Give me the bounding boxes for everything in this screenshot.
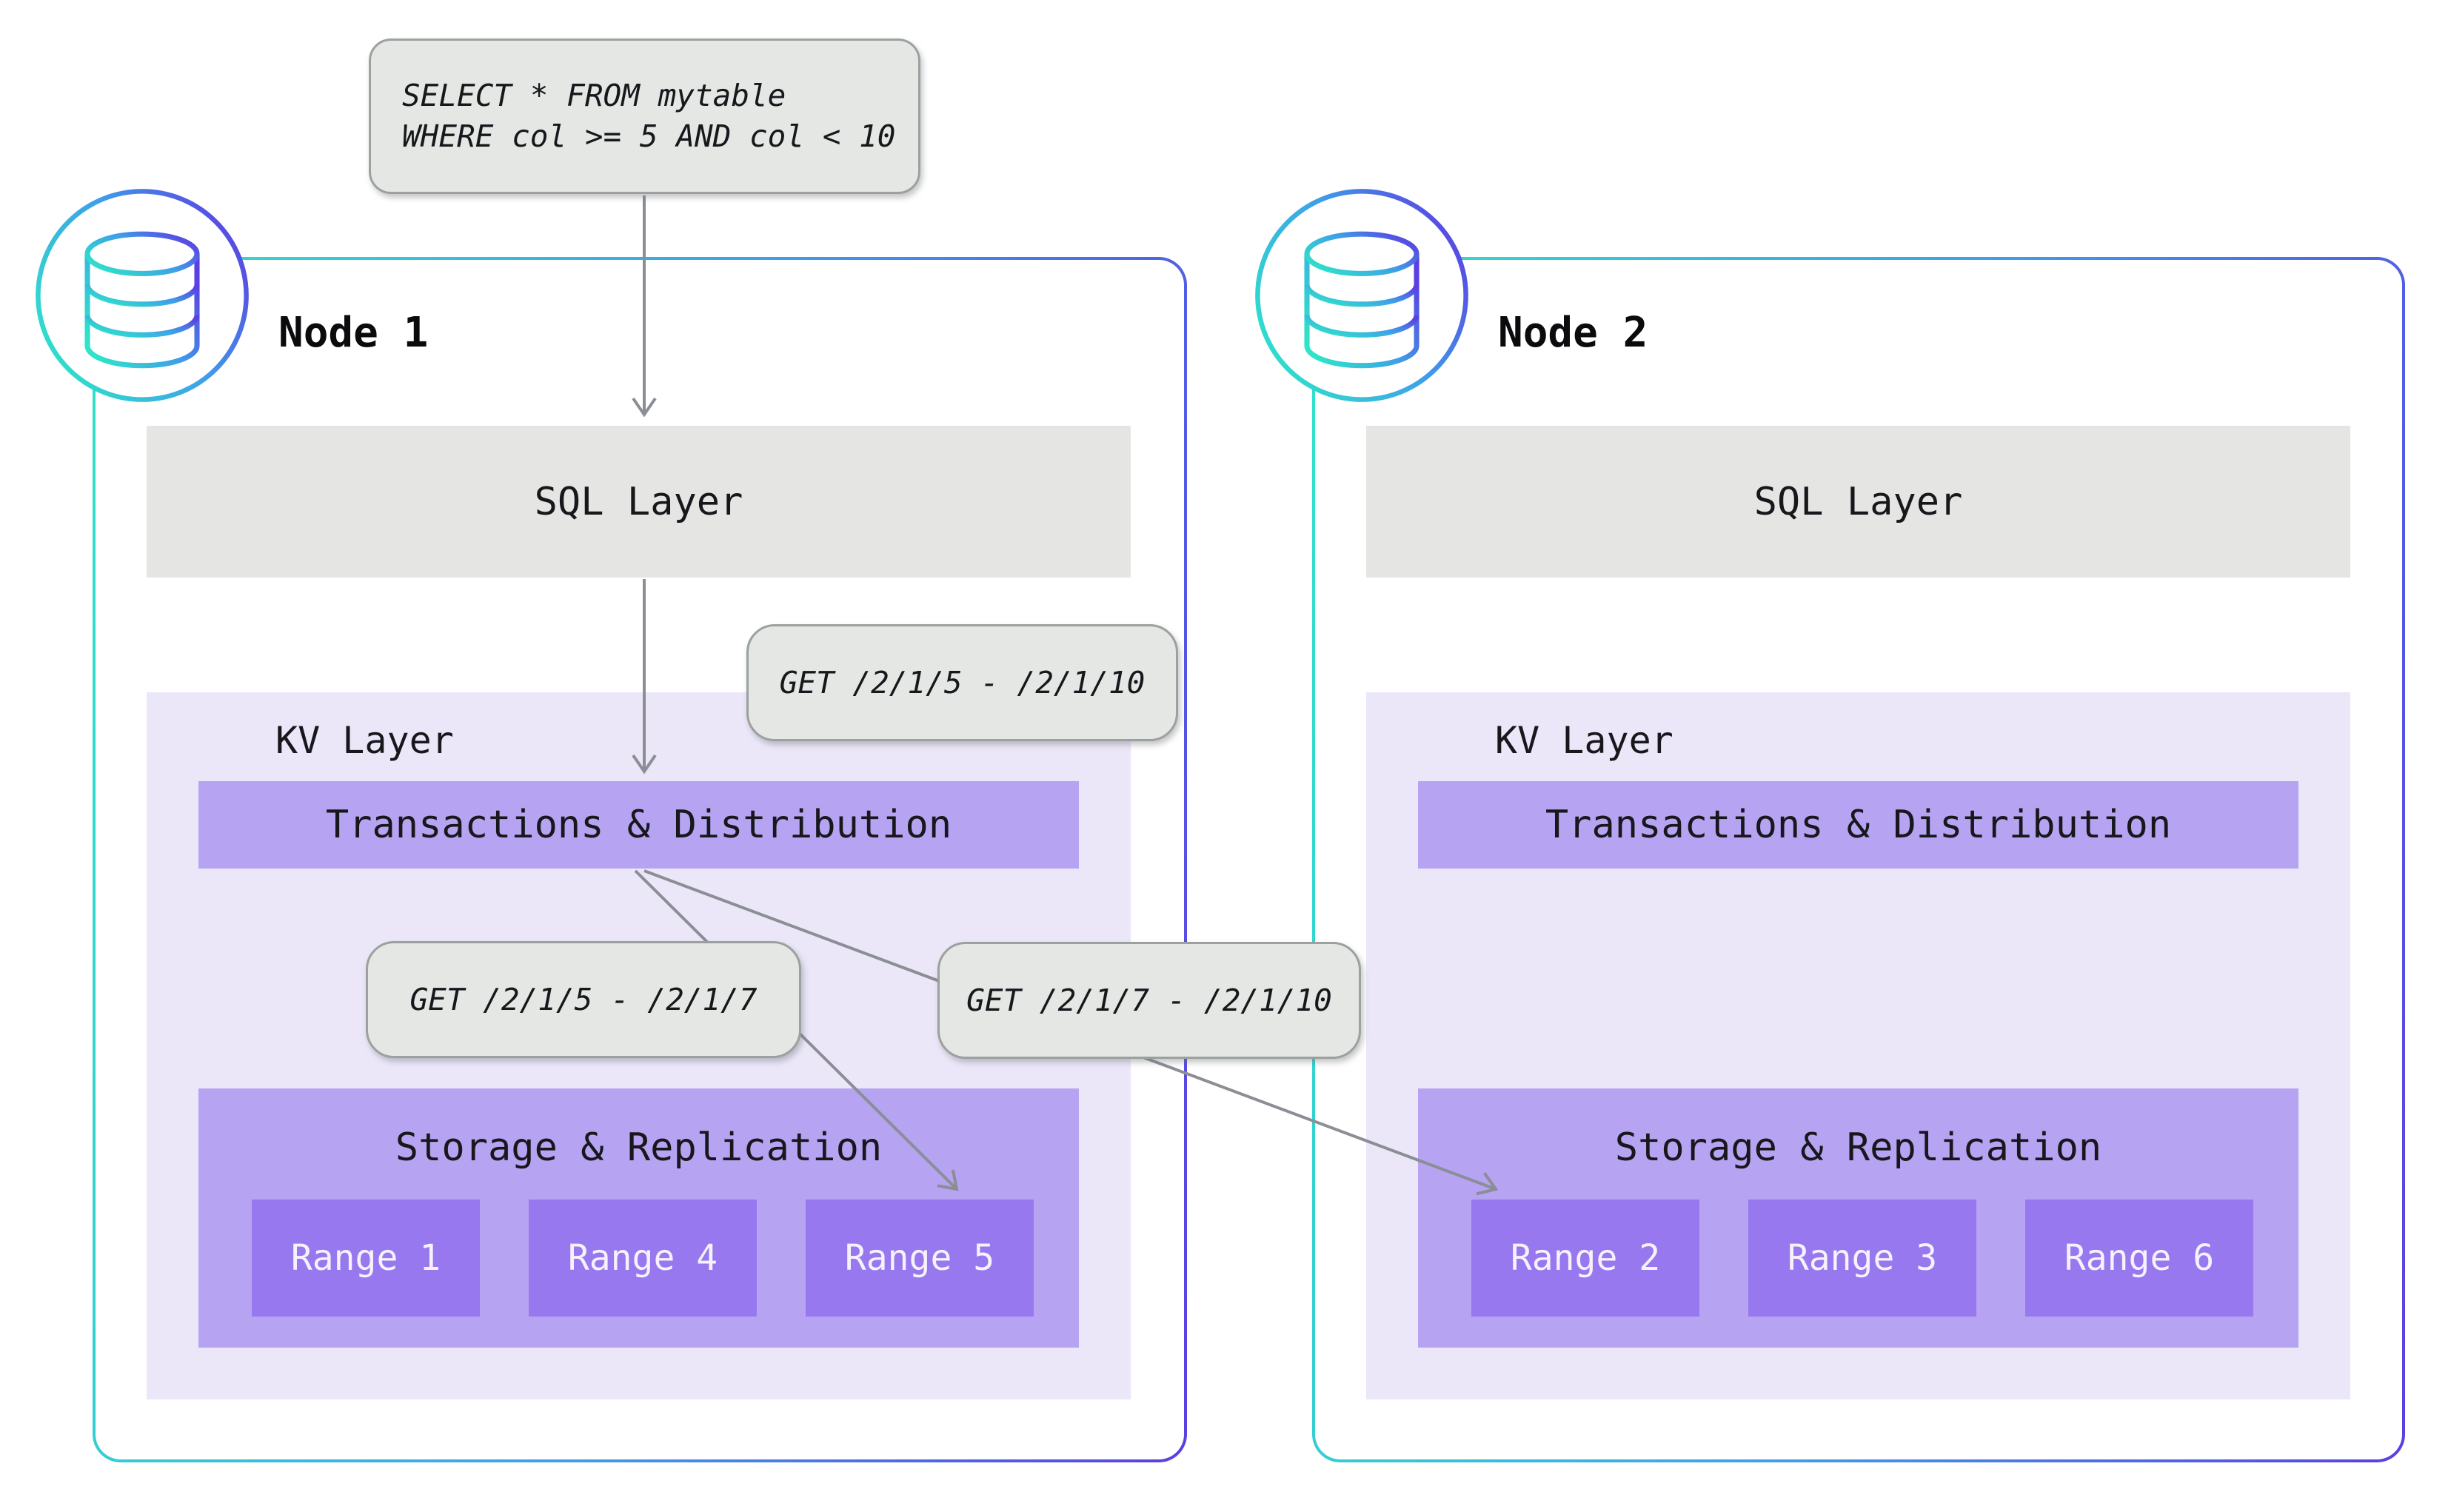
transactions-label: Transactions & Distribution: [1545, 803, 2172, 847]
get-request-text: GET /2/1/5 - /2/1/10: [779, 665, 1146, 700]
sql-layer-label: SQL Layer: [1753, 479, 1963, 524]
node-2-storage-panel: Storage & Replication Range 2 Range 3 Ra…: [1418, 1088, 2298, 1348]
sql-query-box: SELECT * FROM mytable WHERE col >= 5 AND…: [369, 39, 920, 194]
node-1-sql-layer-bar: SQL Layer: [147, 426, 1131, 578]
sql-layer-label: SQL Layer: [534, 479, 743, 524]
query-line: WHERE col >= 5 AND col < 10: [402, 118, 896, 154]
get-request-text: GET /2/1/5 - /2/1/7: [409, 982, 758, 1017]
get-request-label-right: GET /2/1/7 - /2/1/10: [937, 942, 1361, 1059]
range-box: Range 3: [1748, 1200, 1976, 1317]
node-title: Node 2: [1498, 309, 1648, 357]
get-request-text: GET /2/1/7 - /2/1/10: [966, 983, 1332, 1018]
range-box: Range 2: [1471, 1200, 1699, 1317]
range-label: Range 2: [1510, 1237, 1661, 1279]
node-1-container: SQL Layer KV Layer Transactions & Distri…: [93, 257, 1187, 1462]
range-label: Range 6: [2064, 1237, 2215, 1279]
range-box: Range 6: [2025, 1200, 2253, 1317]
kv-layer-label: KV Layer: [1495, 719, 1673, 762]
kv-layer-label: KV Layer: [275, 719, 454, 762]
node-2-container: SQL Layer KV Layer Transactions & Distri…: [1312, 257, 2405, 1462]
node-title: Node 1: [278, 309, 429, 357]
node-2-sql-layer-bar: SQL Layer: [1366, 426, 2350, 578]
range-box: Range 5: [806, 1200, 1034, 1317]
node-1-storage-panel: Storage & Replication Range 1 Range 4 Ra…: [198, 1088, 1079, 1348]
range-label: Range 4: [567, 1237, 718, 1279]
range-box: Range 4: [529, 1200, 757, 1317]
get-request-label-left: GET /2/1/5 - /2/1/7: [366, 941, 801, 1058]
range-label: Range 3: [1787, 1237, 1938, 1279]
storage-title: Storage & Replication: [1614, 1125, 2102, 1170]
database-icon: [36, 189, 249, 402]
node-1-transactions-bar: Transactions & Distribution: [198, 781, 1079, 869]
storage-title: Storage & Replication: [395, 1125, 883, 1170]
query-line: SELECT * FROM mytable: [402, 78, 786, 113]
node-2-transactions-bar: Transactions & Distribution: [1418, 781, 2298, 869]
get-request-label-full: GET /2/1/5 - /2/1/10: [746, 624, 1178, 741]
range-label: Range 1: [290, 1237, 441, 1279]
transactions-label: Transactions & Distribution: [325, 803, 952, 847]
database-icon: [1255, 189, 1468, 402]
node-2-kv-layer-panel: KV Layer Transactions & Distribution Sto…: [1366, 692, 2350, 1399]
range-box: Range 1: [252, 1200, 480, 1317]
range-label: Range 5: [844, 1237, 995, 1279]
